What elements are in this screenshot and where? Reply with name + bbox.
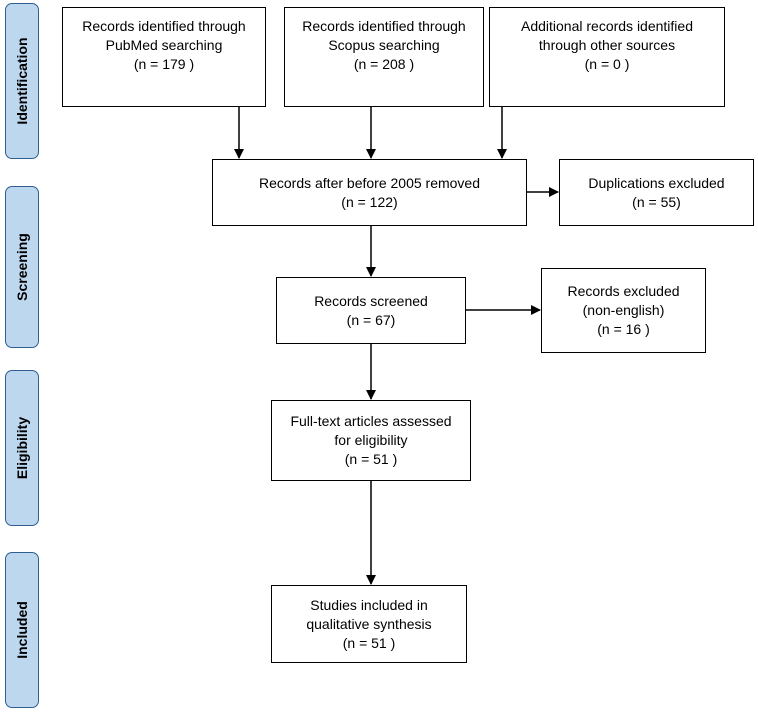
box-records-excluded-line2: (non-english) xyxy=(582,302,665,318)
stage-identification: Identification xyxy=(5,3,39,159)
box-records-excluded-count: (n = 16 ) xyxy=(597,321,650,337)
box-studies-included-count: (n = 51 ) xyxy=(342,634,396,651)
box-fulltext-line2: for eligibility xyxy=(334,432,408,448)
box-records-after-removed: Records after before 2005 removed (n = 1… xyxy=(212,159,527,226)
box-records-screened-line1: Records screened xyxy=(314,292,428,309)
box-records-excluded-line1: Records excluded xyxy=(567,283,680,299)
box-pubmed-count: (n = 179 ) xyxy=(133,56,195,72)
box-records-after-removed-count: (n = 122) xyxy=(341,193,398,210)
box-duplications-excluded: Duplications excluded (n = 55) xyxy=(559,159,754,226)
stage-included: Included xyxy=(5,552,39,708)
box-studies-included-line1: Studies included in xyxy=(310,596,428,613)
box-scopus-line2: Scopus searching xyxy=(328,37,440,53)
box-duplications-count: (n = 55) xyxy=(632,193,681,210)
box-records-after-removed-line1: Records after before 2005 removed xyxy=(258,174,480,191)
box-scopus-line1: Records identified through xyxy=(302,18,466,34)
box-studies-included-line2: qualitative synthesis xyxy=(306,615,432,632)
box-duplications-line1: Duplications excluded xyxy=(588,174,725,191)
box-other-line1: Additional records identified xyxy=(521,18,693,34)
box-scopus-count: (n = 208 ) xyxy=(353,56,415,72)
box-other-line2: through other sources xyxy=(538,37,676,53)
stage-eligibility: Eligibility xyxy=(5,370,39,526)
box-pubmed-records: Records identified through PubMed search… xyxy=(62,7,266,107)
box-fulltext-count: (n = 51 ) xyxy=(344,451,398,467)
box-other-count: (n = 0 ) xyxy=(584,56,630,72)
box-studies-included: Studies included in qualitative synthesi… xyxy=(271,585,467,663)
box-pubmed-line2: PubMed searching xyxy=(105,37,223,53)
box-pubmed-line1: Records identified through xyxy=(82,18,246,34)
box-other-records: Additional records identified through ot… xyxy=(489,7,725,107)
box-fulltext-assessed: Full-text articles assessed for eligibil… xyxy=(271,400,471,481)
box-records-excluded: Records excluded (non-english) (n = 16 ) xyxy=(541,268,706,353)
box-records-screened: Records screened (n = 67) xyxy=(276,277,466,344)
box-fulltext-line1: Full-text articles assessed xyxy=(290,413,452,429)
box-scopus-records: Records identified through Scopus search… xyxy=(284,7,484,107)
box-records-screened-count: (n = 67) xyxy=(346,311,396,328)
stage-screening: Screening xyxy=(5,186,39,348)
